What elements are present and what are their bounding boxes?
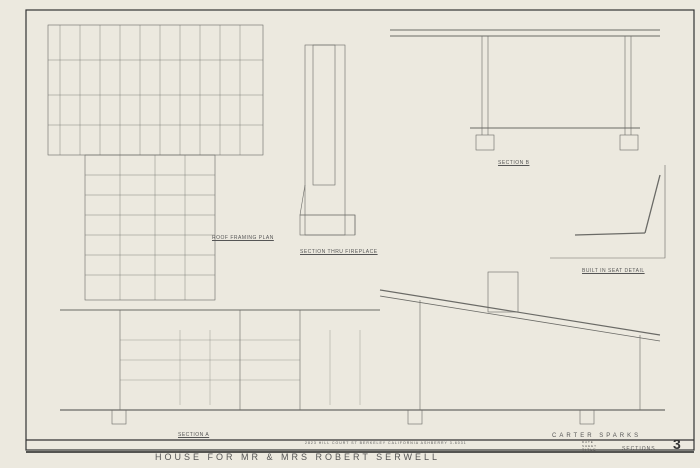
- section-a-label: SECTION A: [178, 432, 210, 438]
- section-a: [60, 271, 665, 425]
- date-label: DATE: [582, 440, 594, 444]
- project-address: 2823 HILL COURT ST BERKELEY CALIFORNIA A…: [305, 441, 467, 445]
- sheet-title: SECTIONS: [622, 446, 656, 452]
- seat-detail-label: BUILT IN SEAT DETAIL: [582, 268, 645, 274]
- seat-detail: [550, 165, 666, 259]
- fireplace-section-label: SECTION THRU FIREPLACE: [300, 249, 378, 255]
- title-label: TITLE: [582, 448, 597, 452]
- sheet-border: [25, 9, 695, 451]
- project-title: HOUSE FOR MR & MRS ROBERT SERWELL: [155, 452, 441, 462]
- section-b-label: SECTION B: [498, 160, 530, 166]
- architect-name: CARTER SPARKS: [552, 433, 642, 439]
- fireplace-section: [299, 44, 356, 236]
- section-b: [390, 29, 660, 151]
- sheet-number: 3: [673, 436, 682, 452]
- roof-framing-plan: [47, 24, 264, 301]
- roof-framing-plan-label: ROOF FRAMING PLAN: [212, 235, 274, 241]
- sheet-label: SHEET: [582, 444, 598, 448]
